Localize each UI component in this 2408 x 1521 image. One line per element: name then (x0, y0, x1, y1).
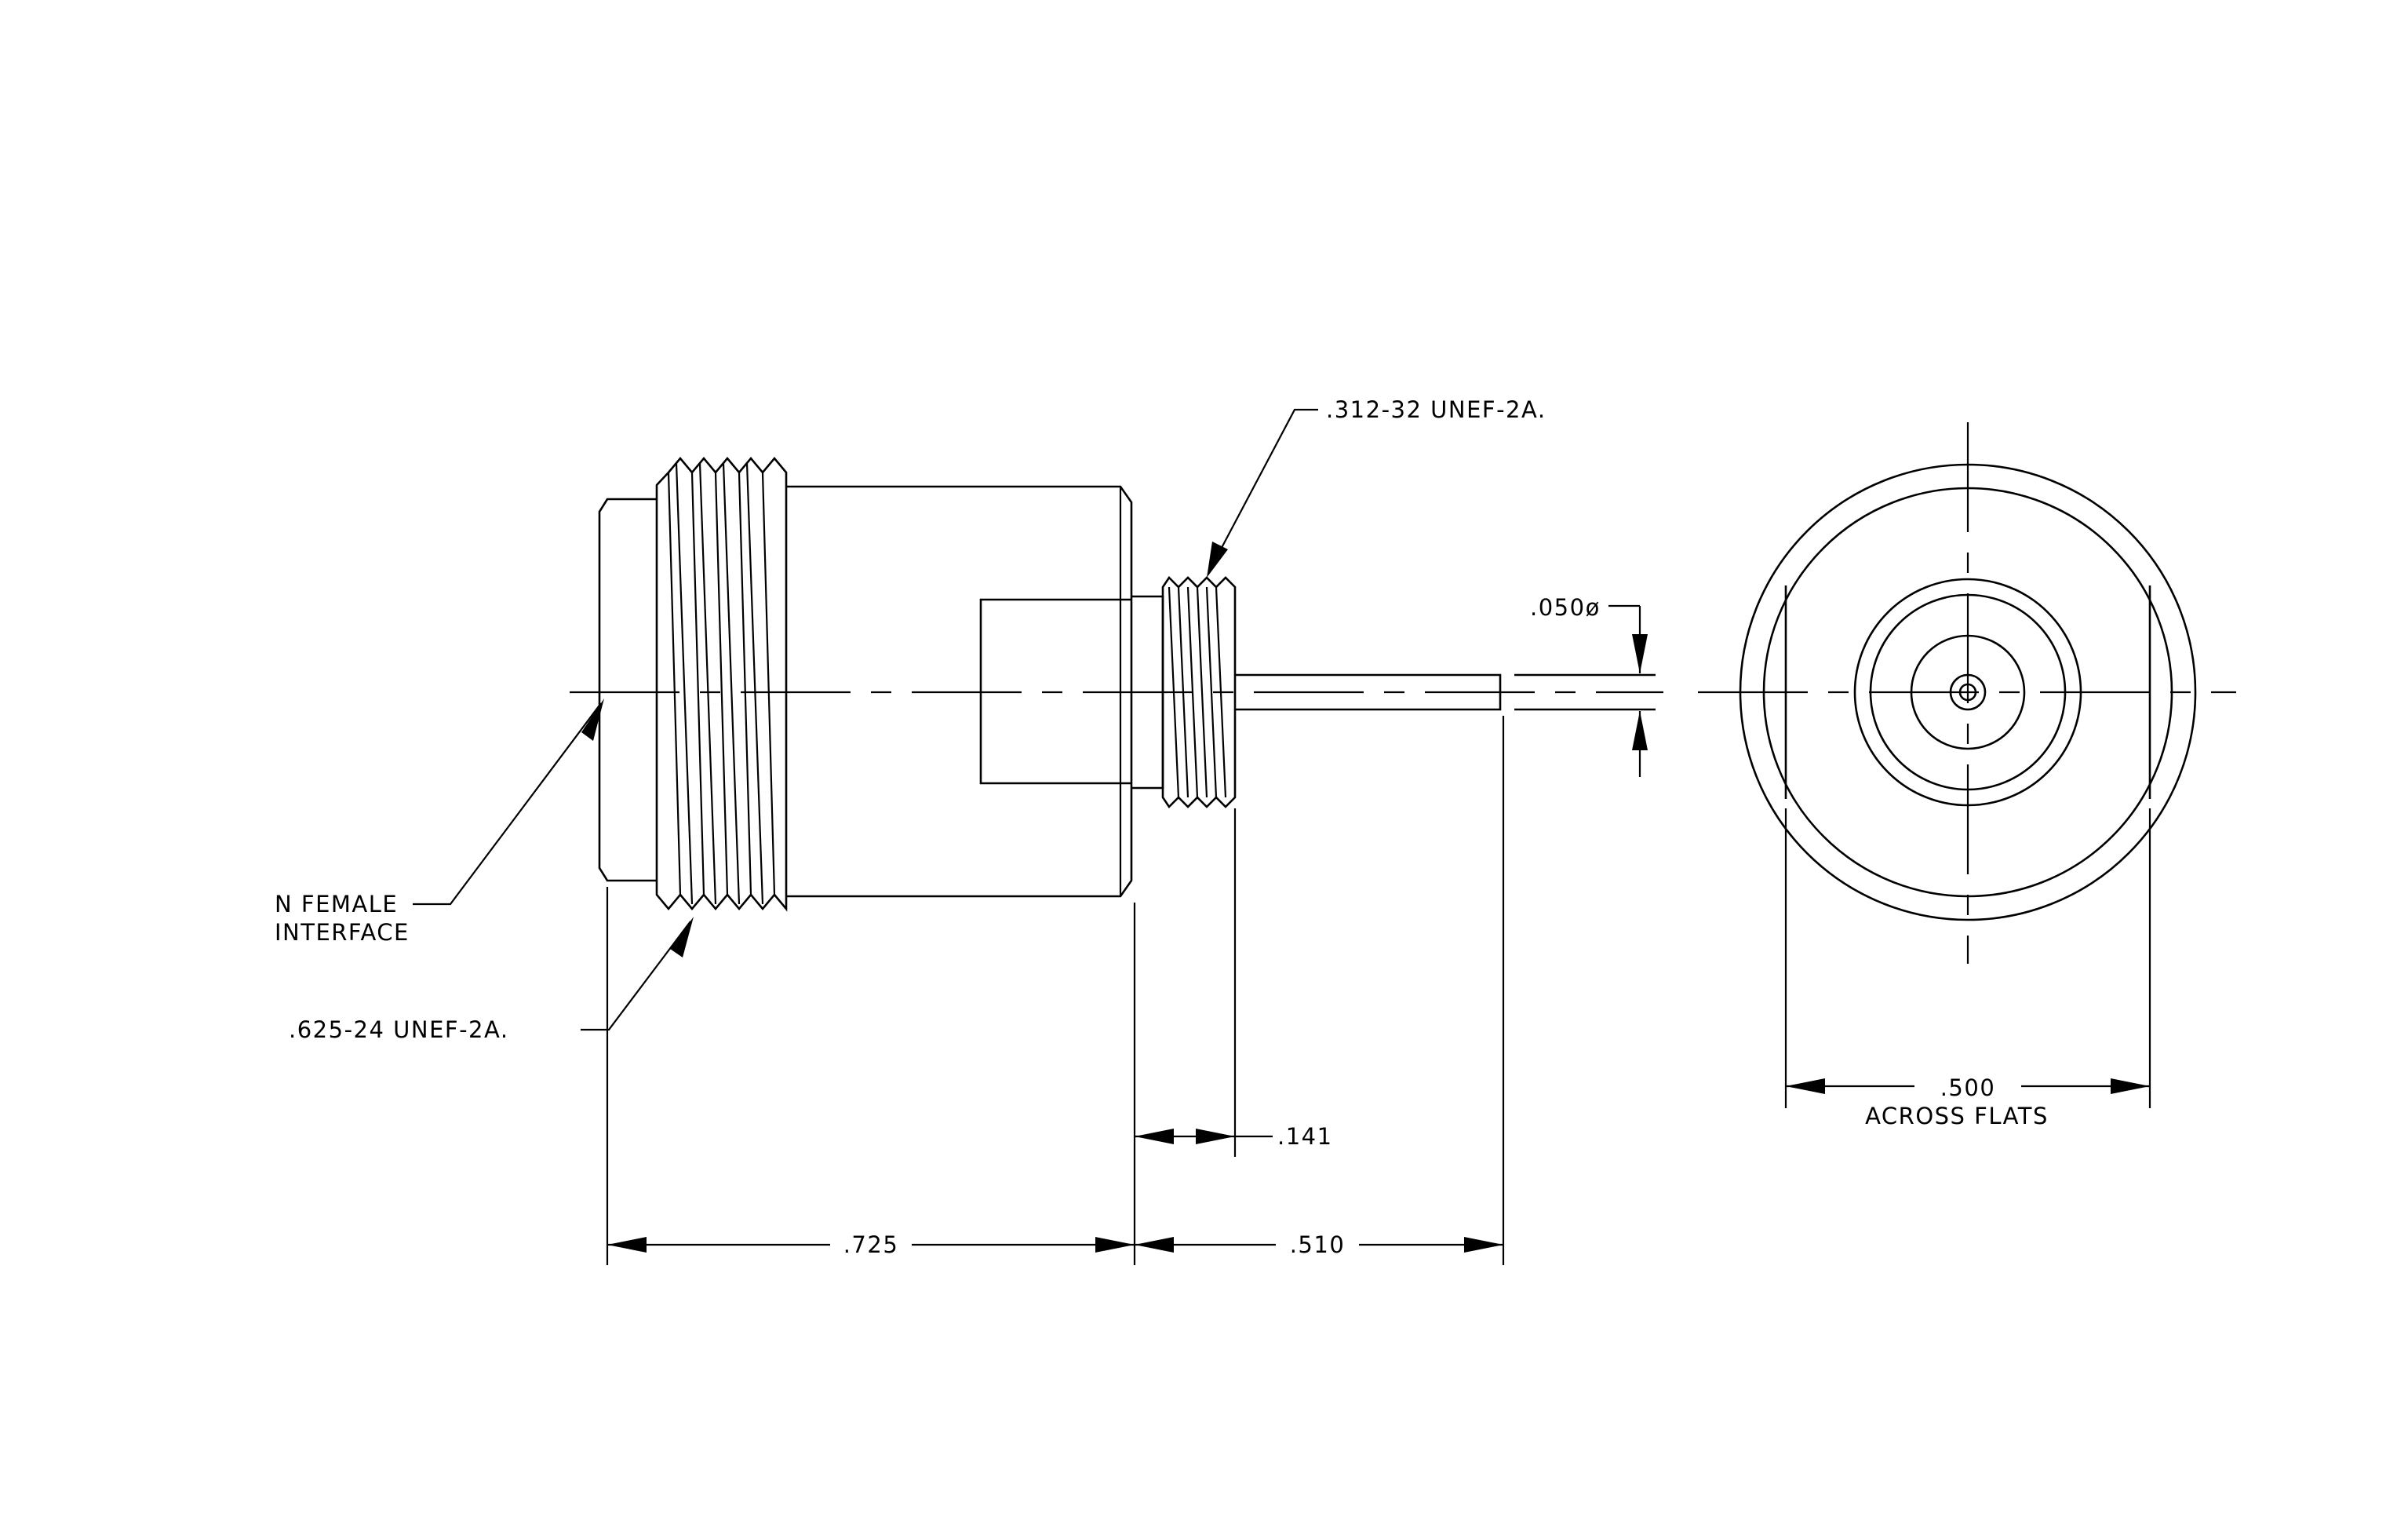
dimensions (606, 604, 2151, 1265)
dim-rear-length: .510 (1290, 1231, 1346, 1258)
label-pin-diameter: .050ø (1530, 594, 1601, 621)
large-thread-outline (655, 456, 788, 912)
dim-across-flats-label: ACROSS FLATS (1865, 1103, 2049, 1129)
front-interface-ring (598, 498, 657, 882)
label-n-female-line1: N FEMALE (275, 891, 398, 917)
large-thread-helix (667, 462, 776, 905)
label-thread-large: .625-24 UNEF-2A. (289, 1016, 509, 1043)
dim-body-length: .725 (843, 1231, 899, 1258)
end-view (1698, 422, 2236, 964)
side-view (570, 456, 1663, 912)
leaders (413, 408, 1318, 1031)
label-n-female-line2: INTERFACE (275, 919, 410, 946)
dim-across-flats-value: .500 (1940, 1074, 1996, 1101)
dim-rear-thread: .141 (1277, 1123, 1333, 1150)
labels: N FEMALE INTERFACE .625-24 UNEF-2A. .312… (275, 396, 2049, 1258)
label-thread-small: .312-32 UNEF-2A. (1326, 396, 1546, 423)
